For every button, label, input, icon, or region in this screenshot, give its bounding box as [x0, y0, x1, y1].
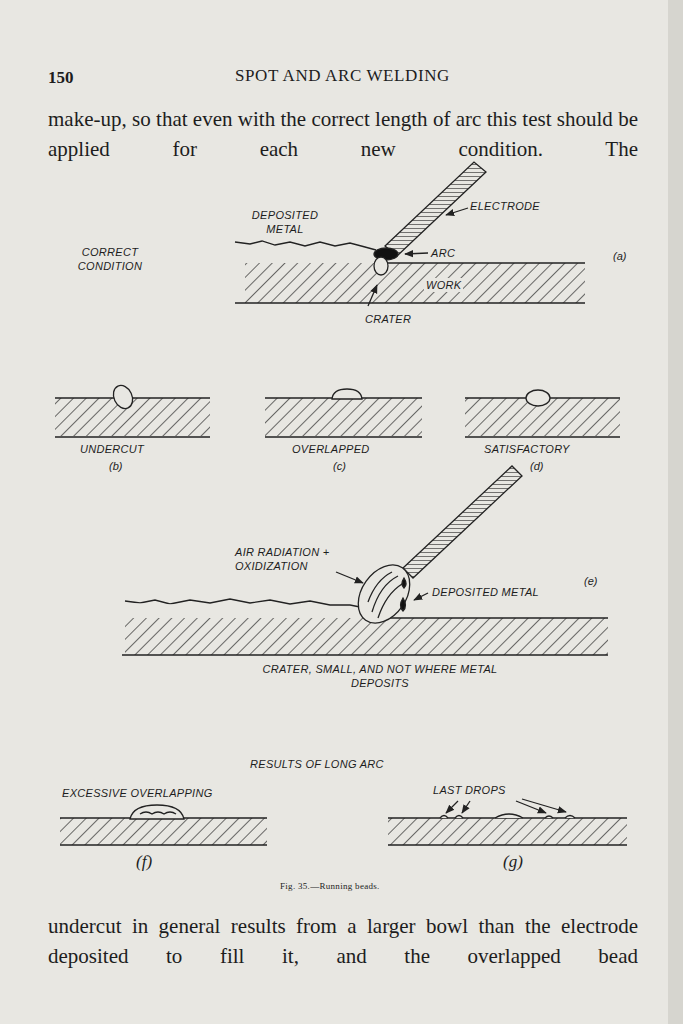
work-bottom — [235, 302, 585, 303]
leader-line — [446, 801, 458, 813]
figure-letter: (b) — [109, 460, 122, 472]
part-label: ELECTRODE — [470, 199, 540, 213]
work-plate — [60, 818, 267, 845]
work-plate — [388, 818, 627, 845]
overlapped-bead — [332, 389, 362, 399]
work-bottom — [122, 654, 608, 655]
part-label: DEPOSITED METAL — [243, 208, 327, 236]
leader-line — [446, 208, 468, 215]
bead-ground — [125, 603, 365, 618]
work-plate — [245, 263, 585, 303]
work-plate — [265, 398, 422, 436]
figure-e — [122, 466, 608, 655]
leader-line — [462, 801, 470, 813]
figure-letter: (a) — [613, 250, 626, 262]
work-surface — [365, 617, 608, 618]
condition-label: UNDERCUT — [80, 442, 144, 456]
part-label: DEPOSITED METAL — [432, 585, 539, 599]
figure-caption: Fig. 35.—Running beads. — [280, 881, 380, 891]
page-number: 150 — [48, 68, 74, 88]
leader-line — [414, 593, 428, 600]
work-bottom — [465, 436, 620, 437]
excessive-bead — [130, 805, 184, 819]
figure-a — [235, 162, 585, 306]
body-text: undercut in general results from a large… — [48, 911, 638, 971]
bead-ground — [245, 246, 376, 263]
figure-letter: (f) — [136, 853, 152, 871]
work-bottom — [265, 436, 422, 437]
work-bottom — [60, 844, 267, 845]
drop — [402, 578, 406, 588]
part-label: CRATER, SMALL, AND NOT WHERE METAL DEPOS… — [262, 662, 498, 690]
condition-label: CORRECT CONDITION — [68, 245, 152, 273]
electrode — [403, 466, 522, 578]
work-bottom — [388, 844, 627, 845]
group-heading: RESULTS OF LONG ARC — [250, 757, 384, 771]
last-drops — [440, 814, 575, 818]
condition-label: SATISFACTORY — [484, 442, 570, 456]
part-label: WORK — [424, 278, 463, 292]
part-label: ARC — [431, 246, 455, 260]
figure-letter: (e) — [584, 575, 597, 587]
figures-f-g — [60, 799, 627, 845]
leader-line — [522, 799, 566, 812]
bead-texture — [140, 812, 176, 814]
part-label: LAST DROPS — [433, 783, 506, 797]
running-head: SPOT AND ARC WELDING — [235, 66, 450, 86]
work-surface — [375, 262, 585, 263]
part-label: AIR RADIATION + OXIDIZATION — [235, 545, 343, 573]
undercut-bead — [110, 382, 136, 411]
leader-line — [516, 801, 546, 813]
work-plate — [125, 618, 608, 655]
page-edge — [668, 0, 683, 1024]
part-label: CRATER — [365, 312, 411, 326]
drop — [401, 598, 406, 611]
satisfactory-bead — [526, 390, 550, 406]
crater — [374, 257, 388, 275]
figure-letter: (g) — [503, 853, 523, 871]
work-bottom — [55, 436, 210, 437]
figure-letter: (c) — [333, 460, 346, 472]
figure-letter: (d) — [530, 460, 543, 472]
leader-line — [405, 253, 428, 254]
arc-blob — [348, 555, 421, 633]
leader-line — [336, 572, 363, 583]
condition-label: OVERLAPPED — [292, 442, 370, 456]
blob-shading — [368, 572, 402, 618]
figures-b-c-d — [55, 382, 620, 437]
condition-label: EXCESSIVE OVERLAPPING — [62, 786, 213, 800]
leader-line — [368, 285, 377, 306]
body-text: make-up, so that even with the correct l… — [48, 104, 638, 164]
